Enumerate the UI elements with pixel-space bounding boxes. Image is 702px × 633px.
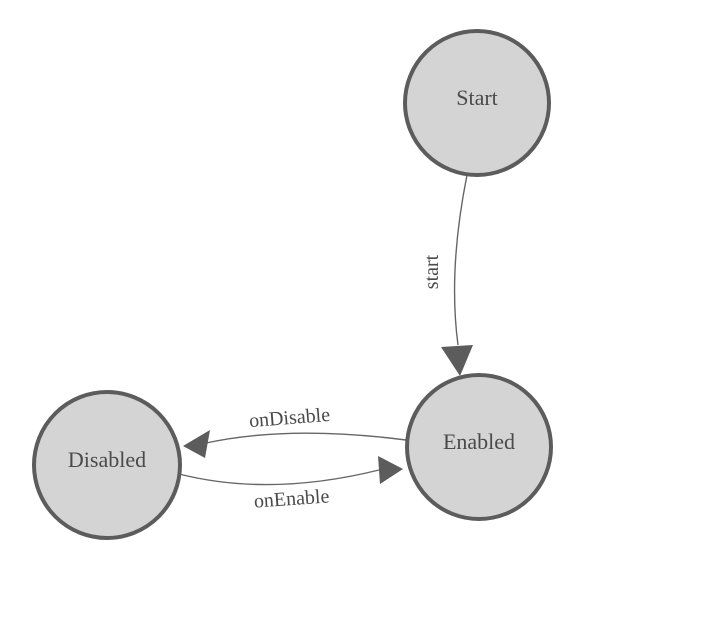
node-circle-disabled[interactable]: [32, 390, 182, 540]
transition-disabled-to-enabled: onEnable: [178, 456, 403, 513]
edge-path-disabled-to-enabled: [178, 469, 380, 486]
node-circle-start[interactable]: [403, 29, 551, 177]
arrowhead-icon: [441, 345, 473, 376]
node-circle-enabled[interactable]: [405, 373, 553, 521]
edge-label-onenable: onEnable: [253, 485, 330, 512]
edge-label-ondisable: onDisable: [248, 404, 331, 432]
state-node-start[interactable]: Start: [403, 29, 551, 177]
state-node-disabled[interactable]: Disabled: [32, 390, 182, 540]
arrowhead-icon: [183, 430, 210, 458]
transition-start-to-enabled: start: [421, 174, 473, 376]
node-label-disabled: Disabled: [68, 447, 146, 472]
edge-path-enabled-to-disabled: [205, 432, 407, 444]
edge-path-start-to-enabled: [453, 174, 468, 346]
edge-label-start: start: [421, 254, 443, 289]
state-node-enabled[interactable]: Enabled: [405, 373, 553, 521]
arrowhead-icon: [378, 456, 403, 484]
node-label-enabled: Enabled: [443, 429, 515, 454]
node-label-start: Start: [456, 85, 498, 110]
transition-enabled-to-disabled: onDisable: [183, 404, 407, 458]
